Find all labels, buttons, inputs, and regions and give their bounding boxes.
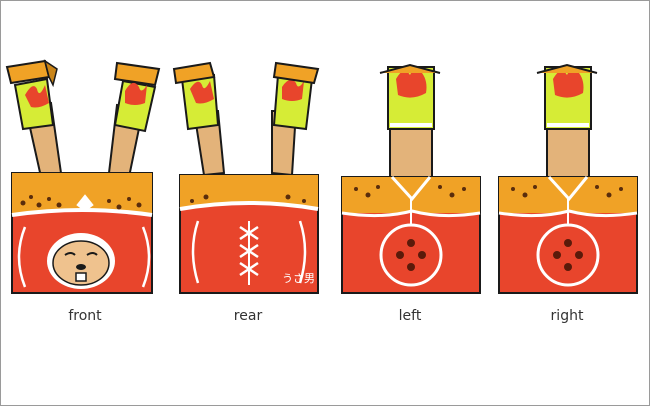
right-arm	[271, 61, 320, 177]
emblem-icon	[379, 213, 443, 287]
rabbit-face-icon	[47, 233, 115, 289]
label-right: right	[550, 308, 584, 324]
arm	[379, 63, 441, 182]
label-left: left	[398, 308, 422, 324]
emblem-icon	[536, 213, 600, 287]
label-front: front	[68, 308, 102, 324]
rear-view	[168, 55, 328, 300]
right-view	[487, 55, 647, 300]
left-view	[330, 55, 490, 300]
front-view	[5, 55, 165, 300]
right-arm	[107, 61, 161, 179]
arm	[536, 63, 598, 182]
left-arm	[5, 59, 63, 179]
left-arm	[172, 61, 226, 177]
label-rear: rear	[233, 308, 263, 324]
signature-mark: うさ男	[282, 272, 315, 285]
